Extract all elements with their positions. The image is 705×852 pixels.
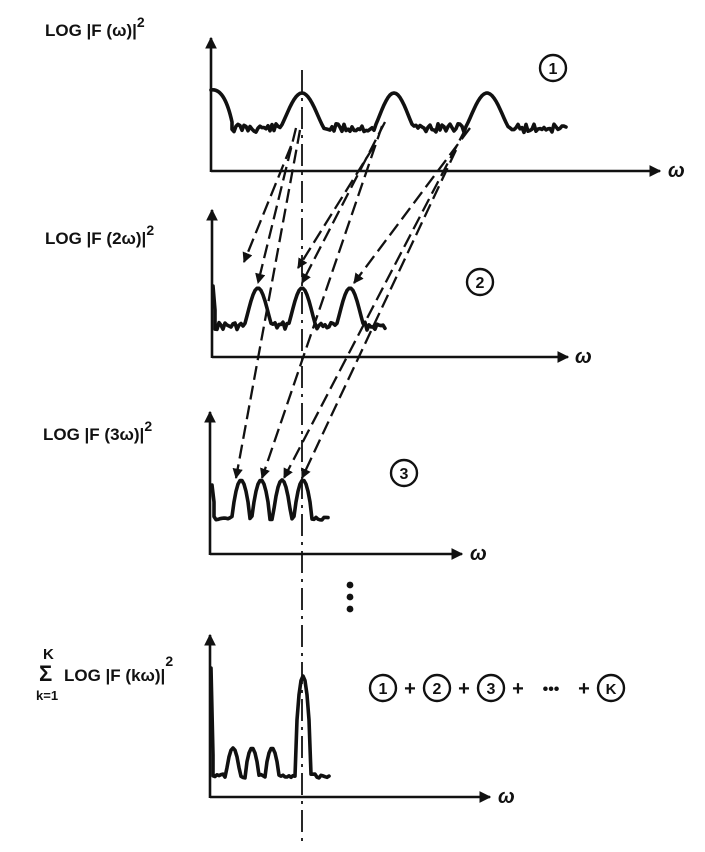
- svg-text:K: K: [606, 681, 617, 698]
- panel-3-x-label: ω: [470, 543, 487, 565]
- svg-text:2: 2: [433, 681, 442, 698]
- panel-sum-y-label: LOG |F (kω)|2: [64, 653, 173, 685]
- panel-2-y-label: LOG |F (2ω)|2: [45, 222, 154, 248]
- panel-1-badge: 1: [538, 53, 568, 83]
- continuation-dots: [346, 581, 354, 613]
- mapping-arrow: [282, 127, 468, 479]
- panel-2-badge: 2: [465, 267, 495, 297]
- panel-sum-x-label: ω: [498, 786, 515, 808]
- panel-1-x-label: ω: [668, 160, 685, 182]
- mapping-arrow: [232, 129, 302, 480]
- panel-3-badge: 3: [389, 458, 419, 488]
- sum-badge-2: 2: [422, 673, 452, 703]
- mapping-arrow: [255, 127, 298, 285]
- mapping-arrow: [353, 127, 471, 284]
- panel-sum: K Σ k=1 LOG |F (kω)|2 ω: [36, 633, 515, 808]
- panel-sum-sigma: Σ: [39, 661, 52, 686]
- panel-3-y-label: LOG |F (3ω)|2: [43, 418, 152, 444]
- panel-3: LOG |F (3ω)|2 ω 3: [43, 410, 487, 565]
- mapping-arrow: [242, 145, 293, 263]
- sum-plus-1: +: [404, 678, 416, 700]
- panel-2-x-label: ω: [575, 346, 592, 368]
- panel-3-spectrum-trace: [210, 478, 330, 522]
- panel-2: LOG |F (2ω)|2 ω 2: [45, 208, 592, 368]
- svg-text:1: 1: [549, 61, 558, 78]
- sum-formula: 1 + 2 + 3 + ••• + K: [368, 673, 626, 703]
- sum-badge-3: 3: [476, 673, 506, 703]
- svg-text:1: 1: [379, 681, 388, 698]
- sum-plus-2: +: [458, 678, 470, 700]
- sum-ellipsis: •••: [543, 681, 560, 698]
- mapping-arrow: [300, 149, 458, 479]
- svg-text:3: 3: [487, 681, 496, 698]
- panel-1: LOG |F (ω)|2 ω 1: [45, 14, 685, 182]
- sum-badge-1: 1: [368, 673, 398, 703]
- panel-sum-y-label-top: K: [43, 646, 54, 663]
- mapping-arrow: [260, 125, 384, 479]
- panel-1-spectrum-trace: [209, 88, 568, 135]
- sum-plus-3: +: [512, 678, 524, 700]
- svg-text:2: 2: [476, 275, 485, 292]
- panel-sum-y-label-bottom: k=1: [36, 688, 58, 703]
- svg-text:3: 3: [400, 466, 409, 483]
- panel-2-spectrum-trace: [211, 284, 387, 332]
- mapping-arrow: [297, 145, 375, 269]
- sum-plus-4: +: [578, 678, 590, 700]
- panel-sum-spectrum-trace: [209, 666, 331, 780]
- sum-badge-k: K: [596, 673, 626, 703]
- panel-1-y-label: LOG |F (ω)|2: [45, 14, 145, 40]
- harmonic-mapping-arrows: [232, 121, 471, 480]
